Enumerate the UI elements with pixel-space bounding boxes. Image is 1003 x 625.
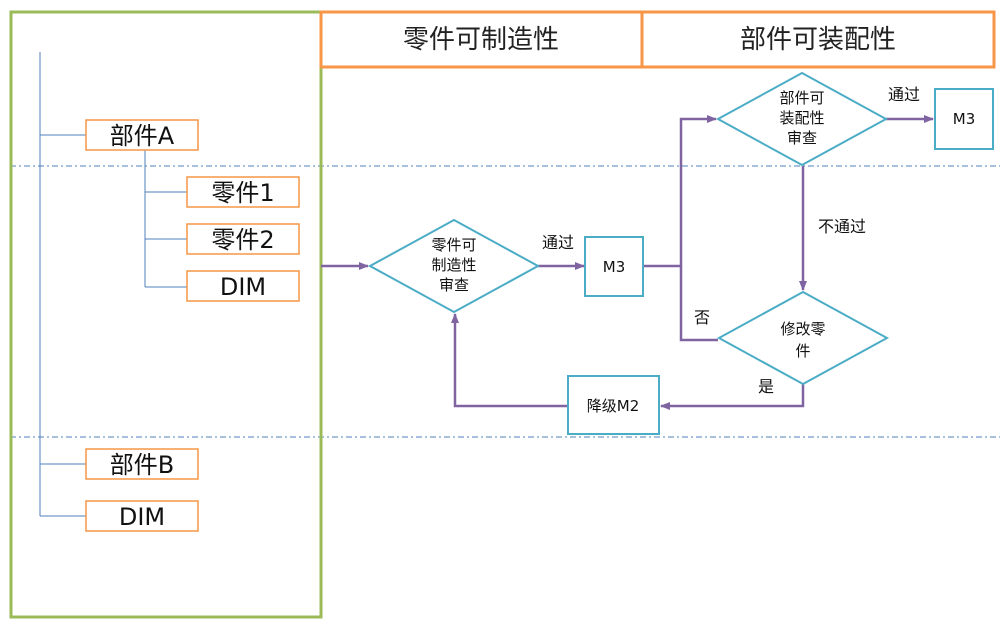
node-downgrade-m2 — [567, 375, 660, 435]
tree-node-part-1-label: 零件1 — [211, 179, 274, 207]
decision-asm-review-line-2: 装配性 — [779, 109, 824, 127]
tree-node-dim-b — [85, 500, 199, 532]
edge-label-fail: 不通过 — [818, 217, 866, 236]
decision-asm-review — [715, 71, 889, 167]
edge-label-pass-mid: 通过 — [542, 233, 574, 252]
node-m3-top-label: M3 — [953, 110, 976, 128]
tree-node-part-a-label: 部件A — [110, 122, 175, 150]
decision-asm-review-line-1: 部件可 — [779, 89, 824, 107]
header-col-assemblability-label: 部件可装配性 — [740, 25, 896, 55]
header-col-manufacturability-label: 零件可制造性 — [403, 25, 559, 55]
tree-node-part-2 — [186, 223, 300, 255]
edge-label-no: 否 — [694, 308, 710, 327]
decision-mfg-review-line-2: 制造性 — [431, 256, 476, 274]
tree-node-part-2-label: 零件2 — [211, 226, 274, 254]
node-m3-mid — [584, 236, 644, 297]
tree-node-part-b-label: 部件B — [110, 451, 174, 479]
node-downgrade-m2-label: 降级M2 — [587, 397, 640, 415]
arrow-m3-to-asm-review — [643, 115, 717, 268]
edge-label-pass-top: 通过 — [888, 85, 920, 104]
arrow-modify-to-downgrade — [660, 383, 805, 410]
node-m3-top — [934, 88, 994, 150]
flow-connectors — [321, 115, 934, 410]
decision-asm-review-line-3: 审查 — [787, 129, 817, 147]
decision-mfg-review-line-1: 零件可 — [431, 236, 476, 254]
line-modify-no-branch — [679, 266, 718, 342]
edge-label-yes: 是 — [758, 377, 774, 396]
node-m3-mid-label: M3 — [603, 258, 626, 276]
left-panel — [9, 10, 323, 619]
arrow-downgrade-to-mfg-review — [451, 313, 568, 408]
tree-lines — [39, 52, 187, 517]
header-col-assemblability — [640, 10, 996, 69]
decision-mfg-review-line-3: 审查 — [439, 276, 469, 294]
tree-node-dim-a — [186, 270, 300, 302]
tree-node-dim-b-label: DIM — [119, 503, 165, 531]
decision-modify-parts — [716, 290, 890, 386]
tree-node-part-b — [85, 448, 199, 480]
decision-mfg-review — [367, 218, 541, 314]
decision-modify-parts-line-1: 修改零 — [780, 320, 825, 338]
tree-node-dim-a-label: DIM — [220, 273, 266, 301]
tree-node-part-a — [85, 119, 199, 151]
decision-modify-parts-line-2: 件 — [795, 342, 810, 360]
tree-node-part-1 — [186, 176, 300, 208]
